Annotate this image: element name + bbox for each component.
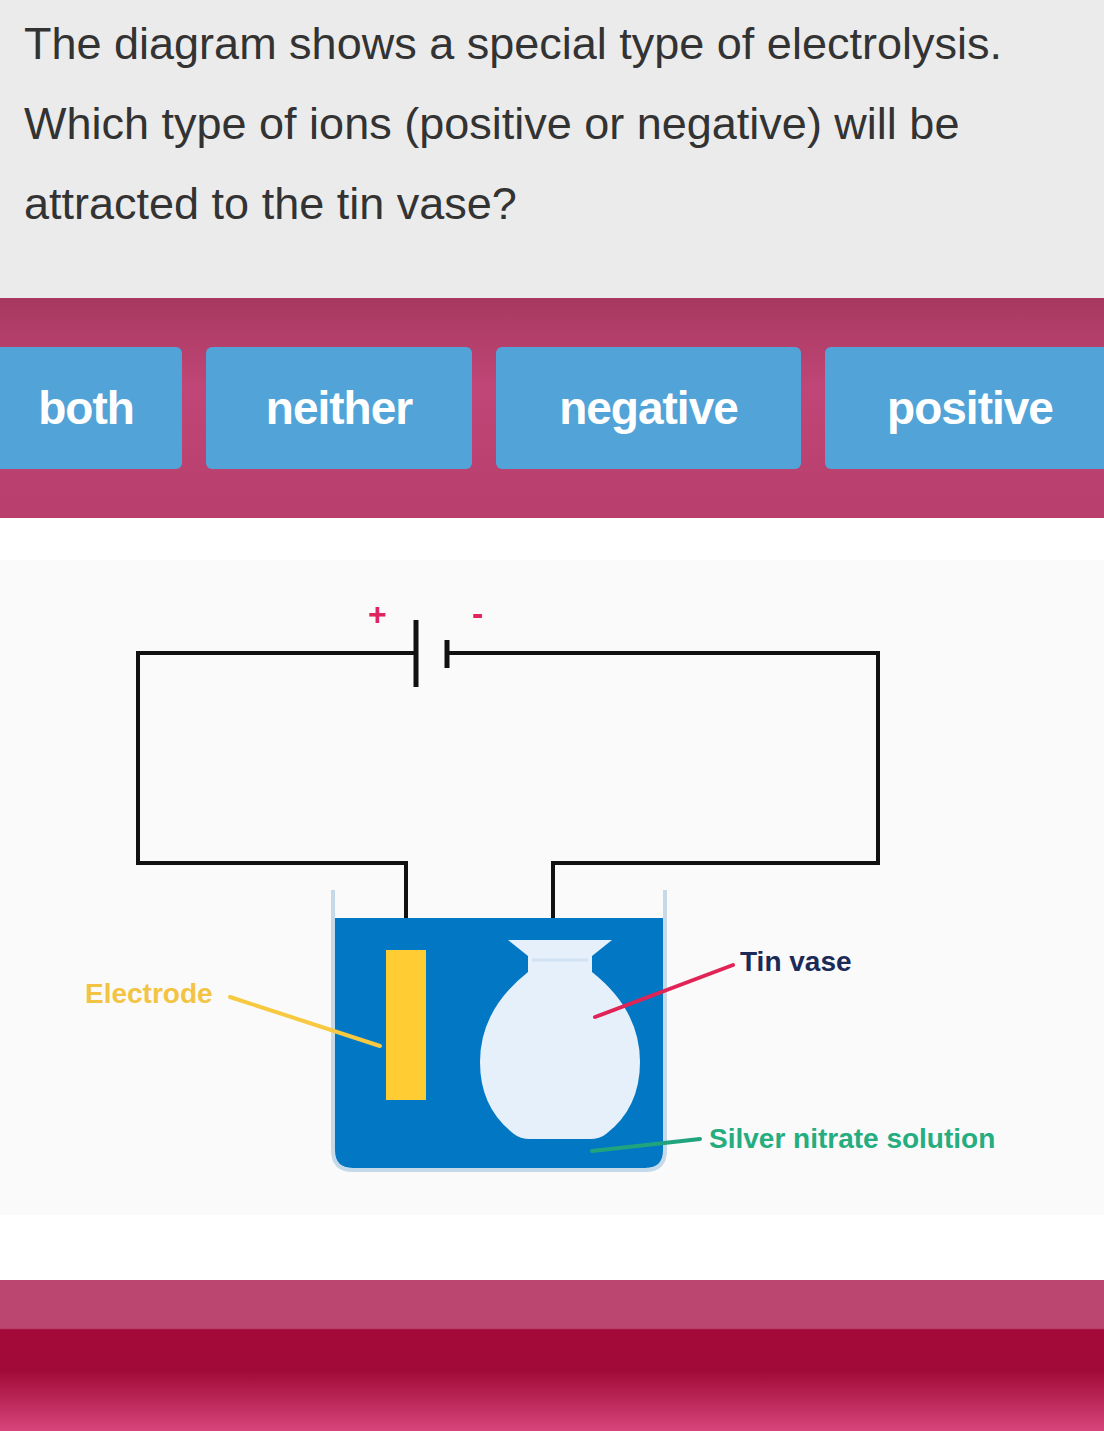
circuit-wires bbox=[138, 653, 878, 952]
footer-band bbox=[0, 1280, 1104, 1431]
answer-button: both bbox=[0, 347, 182, 469]
answer-button: positive bbox=[825, 347, 1104, 469]
battery-short-plate bbox=[445, 640, 450, 668]
beaker bbox=[333, 890, 665, 1170]
silver-nitrate-solution bbox=[333, 918, 665, 1168]
tin-vase-label: Tin vase bbox=[740, 948, 852, 976]
battery-long-plate bbox=[414, 620, 419, 687]
answer-text: both bbox=[38, 381, 134, 435]
answer-text: neither bbox=[266, 381, 412, 435]
solution-leader bbox=[592, 1139, 700, 1151]
tin-vase bbox=[480, 940, 640, 1139]
electrode-leader bbox=[230, 997, 380, 1046]
question-text: The diagram shows a special type of elec… bbox=[24, 4, 1094, 244]
answer-button: neither bbox=[206, 347, 472, 469]
answer-text: negative bbox=[559, 381, 738, 435]
answer-button: negative bbox=[496, 347, 801, 469]
diagram-ground bbox=[0, 560, 1104, 1215]
tin-vase-leader bbox=[595, 965, 733, 1017]
battery-negative-sign: - bbox=[472, 596, 483, 630]
answer-text: positive bbox=[887, 381, 1053, 435]
electrode-label: Electrode bbox=[85, 980, 213, 1008]
battery-positive-sign: + bbox=[368, 598, 387, 630]
vase-neck-band bbox=[532, 959, 588, 962]
solution-label: Silver nitrate solution bbox=[709, 1125, 995, 1153]
electrode bbox=[386, 950, 426, 1100]
